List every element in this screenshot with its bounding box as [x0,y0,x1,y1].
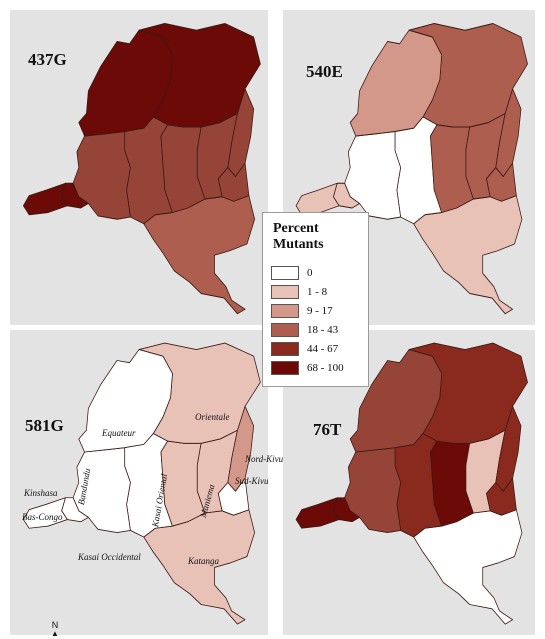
province-bandundu [72,447,131,534]
province-equateur [78,29,173,137]
label-equateur: Equateur [102,428,136,438]
province-bas-congo [22,497,68,529]
legend-label: 44 - 67 [307,343,339,355]
province-equateur [78,349,173,453]
province-bas-congo [22,182,68,216]
province-bandundu [344,131,401,220]
label-kinshasa: Kinshasa [24,488,58,498]
province-equateur [349,29,443,137]
legend-swatch [271,285,299,299]
label-sud-kivu: Sud-Kivu [235,476,269,486]
legend: Percent Mutants 0 1 - 8 9 - 17 18 - 43 4… [262,212,369,387]
legend-label: 1 - 8 [307,286,328,298]
map-76t [295,342,528,625]
province-bas-congo [295,182,340,216]
legend-swatch [271,361,299,375]
province-bandundu [72,131,131,220]
map-437g [22,23,261,315]
legend-label: 9 - 17 [307,305,333,317]
label-bas-congo: Bas-Congo [22,512,63,522]
north-label: N [51,620,59,630]
province-bandundu [344,447,401,534]
province-bas-congo [295,497,340,529]
legend-item: 68 - 100 [271,360,344,376]
panel-title-76t: 76T [313,420,342,439]
panel-title-437g: 437G [28,50,67,69]
legend-item: 0 [271,265,313,281]
north-arrow: N ▲ [45,620,65,638]
label-katanga: Katanga [188,556,220,566]
legend-swatch [271,304,299,318]
legend-label: 0 [307,267,313,279]
legend-item: 1 - 8 [271,284,327,300]
legend-item: 9 - 17 [271,303,333,319]
province-nord-kivu [227,405,255,492]
legend-label: 68 - 100 [307,362,344,374]
legend-item: 18 - 43 [271,322,338,338]
label-orientale: Orientale [195,412,230,422]
province-nord-kivu [495,88,522,177]
province-nord-kivu [227,88,255,177]
legend-item: 44 - 67 [271,341,338,357]
map-panel-581g: 581G Equateur Orientale Nord-Kivu Sud-Ki… [10,330,283,635]
north-arrow-icon: ▲ [51,629,59,638]
legend-swatch [271,323,299,337]
legend-swatch [271,342,299,356]
legend-label: 18 - 43 [307,324,339,336]
province-equateur [349,349,443,453]
legend-title: Percent Mutants [273,221,324,252]
legend-swatch [271,266,299,280]
label-nord-kivu: Nord-Kivu [245,454,284,464]
panel-title-540e: 540E [306,62,343,81]
map-panel-437g: 437G [10,10,268,325]
label-kasai-occidental: Kasai Occidental [78,552,141,562]
map-540e [295,23,528,315]
map-581g [22,342,261,625]
panel-title-581g: 581G [25,416,64,435]
province-nord-kivu [495,405,522,492]
